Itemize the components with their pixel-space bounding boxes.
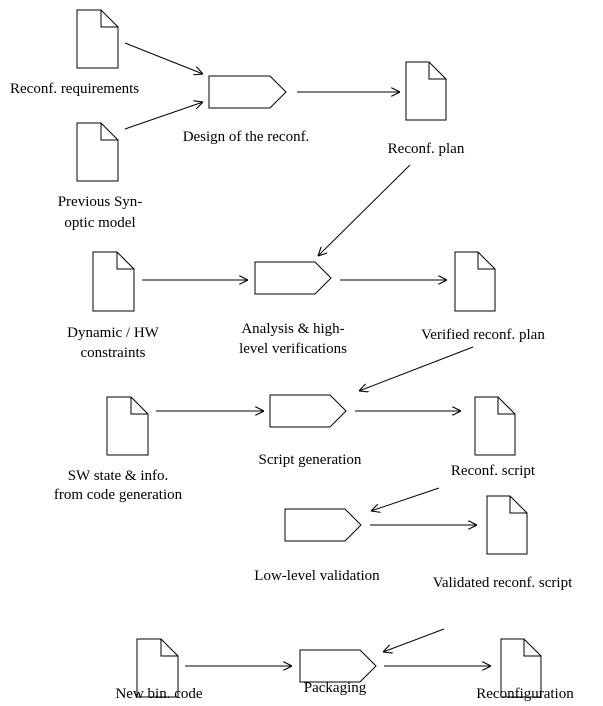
arrow-validated-to-packaging [383,628,445,652]
doc-previous-model [76,122,119,182]
label-reconf-plan: Reconf. plan [387,141,465,157]
process-analysis [254,261,332,295]
process-script-generation [269,394,347,428]
arrow-plan-to-analysis [318,164,411,256]
doc-validated-script [486,495,528,555]
process-packaging [299,649,377,683]
label-sw-state-line1: SW state & info. [67,468,169,484]
process-low-level-validation [284,508,362,542]
label-reconf-script: Reconf. script [450,463,536,479]
label-reconfiguration: Reconfiguration [476,686,574,702]
label-verified-plan: Verified reconf. plan [421,327,545,343]
label-low-level-validation: Low-level validation [254,568,380,584]
arrow-verified-to-script-gen [359,346,474,391]
doc-verified-plan [454,251,496,312]
label-reconf-requirements: Reconf. requirements [10,81,140,97]
doc-new-bin-code [136,638,179,698]
label-previous-model-line2: optic model [64,215,136,231]
label-new-bin-code: New bin. code [115,686,203,702]
label-design: Design of the reconf. [182,129,310,145]
arrow-requirements-to-design [124,42,203,74]
doc-reconf-script [474,396,516,456]
label-analysis-line1: Analysis & high- [241,321,345,337]
doc-reconf-plan [405,61,447,121]
label-validated-script: Validated reconf. script [432,575,573,591]
label-analysis-line2: level verifications [239,341,347,357]
doc-reconfiguration [500,638,542,698]
arrow-previous-to-design [124,102,203,130]
label-dynamic-line1: Dynamic / HW [67,325,159,341]
label-dynamic-line2: constraints [80,345,146,361]
label-sw-state-line2: from code generation [53,487,183,503]
doc-reconf-requirements [76,9,119,69]
arrow-script-to-validation [371,487,440,511]
process-design [208,75,287,109]
doc-dynamic-constraints [92,251,135,312]
label-script-generation: Script generation [258,452,362,468]
label-previous-model-line1: Previous Syn- [57,194,143,210]
label-packaging: Packaging [303,680,367,696]
doc-sw-state [106,396,149,456]
